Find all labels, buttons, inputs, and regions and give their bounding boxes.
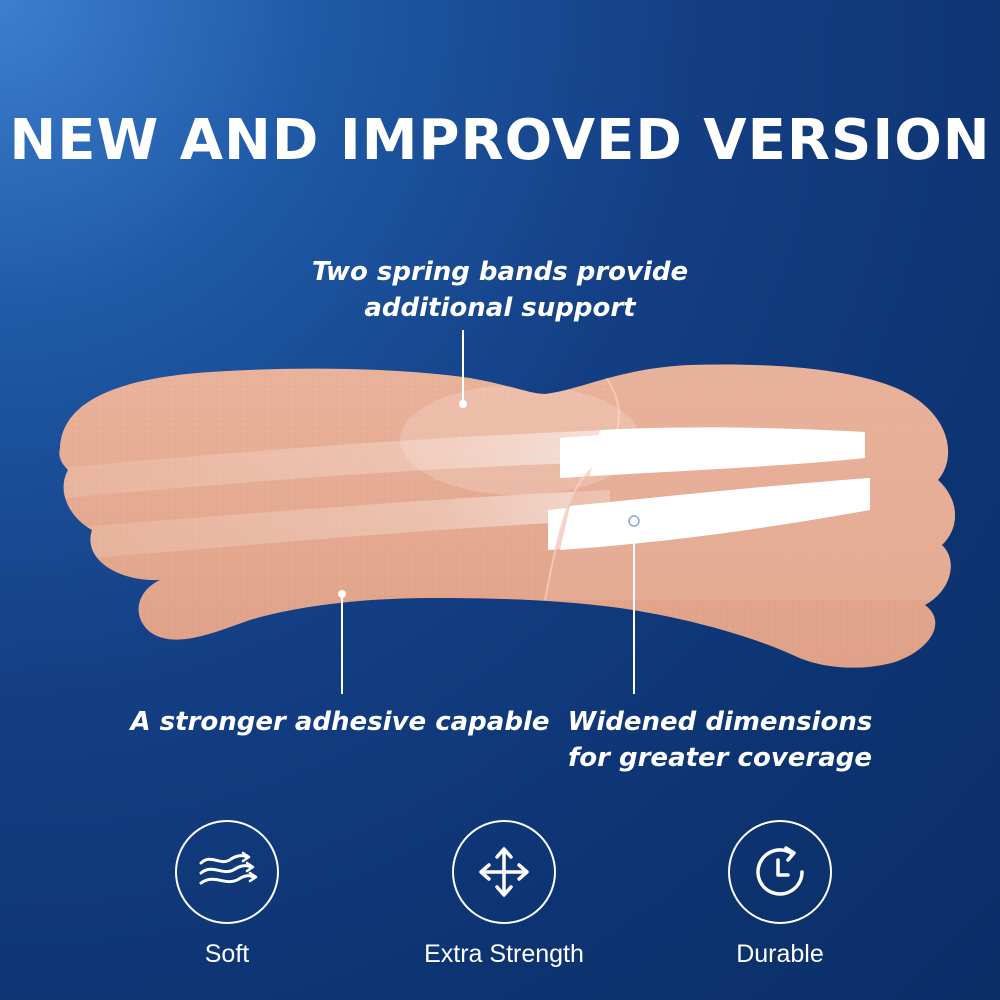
- spring-bands: [59, 364, 956, 601]
- four-arrows-icon: [452, 820, 556, 924]
- headline: NEW AND IMPROVED VERSION: [9, 108, 991, 173]
- feature-soft-label: Soft: [204, 940, 250, 968]
- feature-durable: Durable: [660, 820, 900, 969]
- callout-dimensions-line-2: for greater coverage: [567, 743, 873, 773]
- callout-adhesive: A stronger adhesive capable: [80, 704, 600, 740]
- callout-spring-bands: Two spring bands provide additional supp…: [250, 254, 750, 326]
- callout-spring-bands-line-1: Two spring bands provide: [311, 257, 689, 287]
- callout-adhesive-line-1: A stronger adhesive capable: [130, 707, 550, 737]
- feature-extra-strength: Extra Strength: [384, 820, 624, 969]
- feature-soft: Soft: [107, 820, 347, 969]
- callout-dimensions-line-1: Widened dimensions: [567, 707, 873, 737]
- soft-waves-icon: [175, 820, 279, 924]
- feature-row: Soft Extra Strength: [0, 820, 1000, 990]
- feature-extra-strength-label: Extra Strength: [424, 940, 584, 968]
- clock-refresh-icon: [728, 820, 832, 924]
- callout-dimensions: Widened dimensions for greater coverage: [520, 704, 920, 776]
- callout-spring-bands-line-2: additional support: [364, 293, 636, 323]
- feature-durable-label: Durable: [736, 940, 824, 968]
- callout-connectors: [338, 330, 640, 694]
